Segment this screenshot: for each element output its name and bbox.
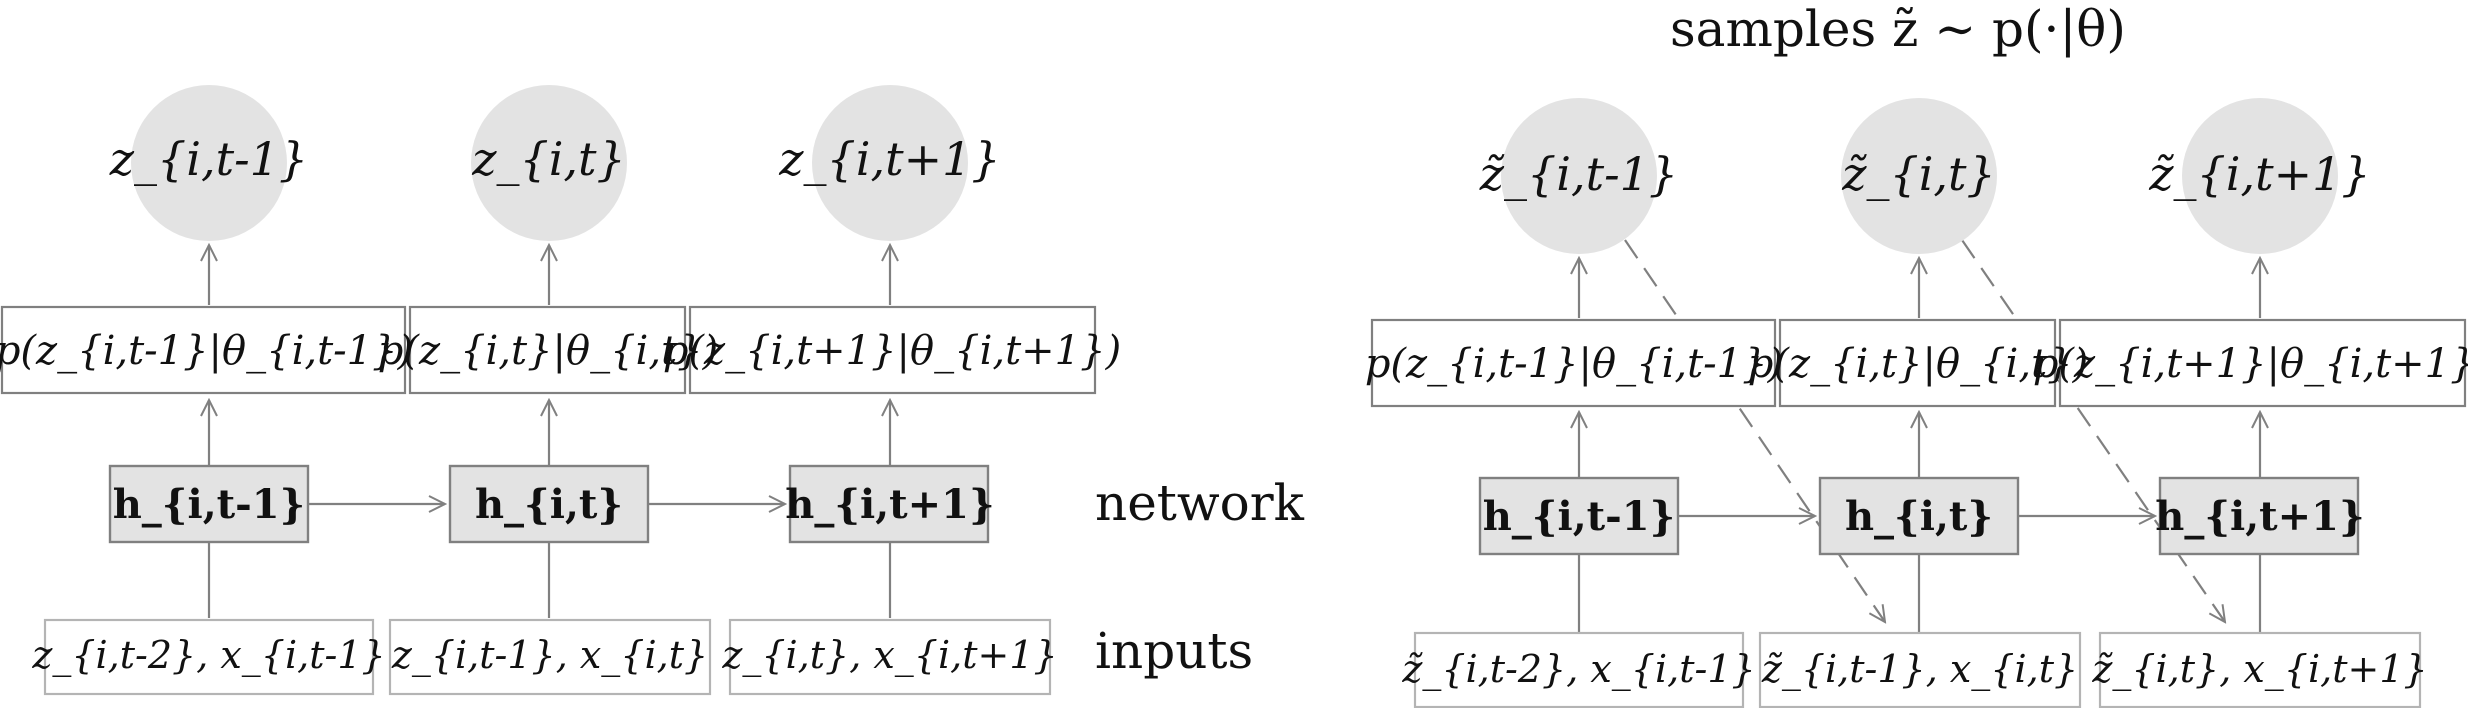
- sample-label-2: z̃_{i,t}: [1841, 147, 1996, 201]
- output-node-2: [471, 85, 627, 241]
- sample-label-3: z̃_{i,t+1}: [2148, 147, 2370, 201]
- left-arrows: [209, 245, 890, 618]
- r-hidden-box-2: [1818, 476, 2020, 556]
- hidden-label-3: h_{i,t+1}: [785, 481, 994, 528]
- inputs-label: inputs: [1095, 622, 1253, 680]
- sample-node-3: [2182, 98, 2338, 254]
- right-sample-arrows: [1624, 239, 2225, 622]
- likelihood-label-2: p(z_{i,t}|θ_{i,t}): [378, 328, 718, 374]
- r-likelihood-box-1: [1370, 318, 1777, 408]
- output-label-3: z_{i,t+1}: [778, 132, 1000, 186]
- hidden-box-3: [788, 464, 990, 544]
- sample-arrow-1: [1624, 239, 1885, 622]
- r-hidden-label-1: h_{i,t-1}: [1483, 493, 1676, 540]
- r-hidden-label-2: h_{i,t}: [1845, 493, 1993, 540]
- r-likelihood-box-2: [1778, 318, 2057, 408]
- r-hidden-box-3: [2158, 476, 2360, 556]
- sample-node-1: [1501, 98, 1657, 254]
- output-node-1: [131, 85, 287, 241]
- sample-node-2: [1841, 98, 1997, 254]
- r-input-box-3: [2098, 631, 2422, 708]
- input-box-2: [388, 618, 712, 696]
- r-likelihood-label-2: p(z_{i,t}|θ_{i,t}): [1748, 341, 2088, 387]
- input-box-1: [43, 618, 375, 696]
- input-label-1: z_{i,t-2}, x_{i,t-1}: [31, 633, 385, 678]
- network-label: network: [1095, 474, 1305, 532]
- hidden-label-2: h_{i,t}: [475, 481, 623, 528]
- left-panel: z_{i,t-1} z_{i,t} z_{i,t+1} p(z_{i,t-1}|…: [0, 85, 1305, 696]
- samples-title: samples z̃ ∼ p(·|θ): [1670, 0, 2126, 58]
- sample-label-1: z̃_{i,t-1}: [1479, 147, 1678, 201]
- right-arrows: [1579, 258, 2260, 632]
- input-label-2: z_{i,t-1}, x_{i,t}: [391, 633, 708, 678]
- r-hidden-label-3: h_{i,t+1}: [2155, 493, 2364, 540]
- output-label-1: z_{i,t-1}: [109, 132, 308, 186]
- right-panel: samples z̃ ∼ p(·|θ) z̃_{i,t-1} z̃_{i,t} …: [1365, 0, 2468, 708]
- likelihood-box-1: [0, 305, 407, 395]
- r-input-label-3: z̃_{i,t}, x_{i,t+1}: [2091, 647, 2427, 692]
- hidden-box-1: [108, 464, 310, 544]
- hidden-label-1: h_{i,t-1}: [113, 481, 306, 528]
- r-hidden-box-1: [1478, 476, 1680, 556]
- r-likelihood-label-3: p(z_{i,t+1}|θ_{i,t+1}): [2033, 341, 2468, 387]
- r-input-label-1: z̃_{i,t-2}, x_{i,t-1}: [1401, 647, 1755, 692]
- input-label-3: z_{i,t}, x_{i,t+1}: [721, 633, 1057, 678]
- likelihood-label-1: p(z_{i,t-1}|θ_{i,t-1}): [0, 328, 413, 374]
- r-input-box-2: [1758, 631, 2082, 708]
- output-label-2: z_{i,t}: [471, 132, 626, 186]
- r-likelihood-label-1: p(z_{i,t-1}|θ_{i,t-1}): [1365, 341, 1783, 387]
- likelihood-box-3: [688, 305, 1097, 395]
- r-input-label-2: z̃_{i,t-1}, x_{i,t}: [1761, 647, 2078, 692]
- likelihood-label-3: p(z_{i,t+1}|θ_{i,t+1}): [663, 328, 1121, 374]
- sample-arrow-2: [1961, 239, 2225, 622]
- output-node-3: [812, 85, 968, 241]
- r-input-box-1: [1413, 631, 1745, 708]
- input-box-3: [728, 618, 1052, 696]
- hidden-box-2: [448, 464, 650, 544]
- r-likelihood-box-3: [2058, 318, 2467, 408]
- likelihood-box-2: [408, 305, 687, 395]
